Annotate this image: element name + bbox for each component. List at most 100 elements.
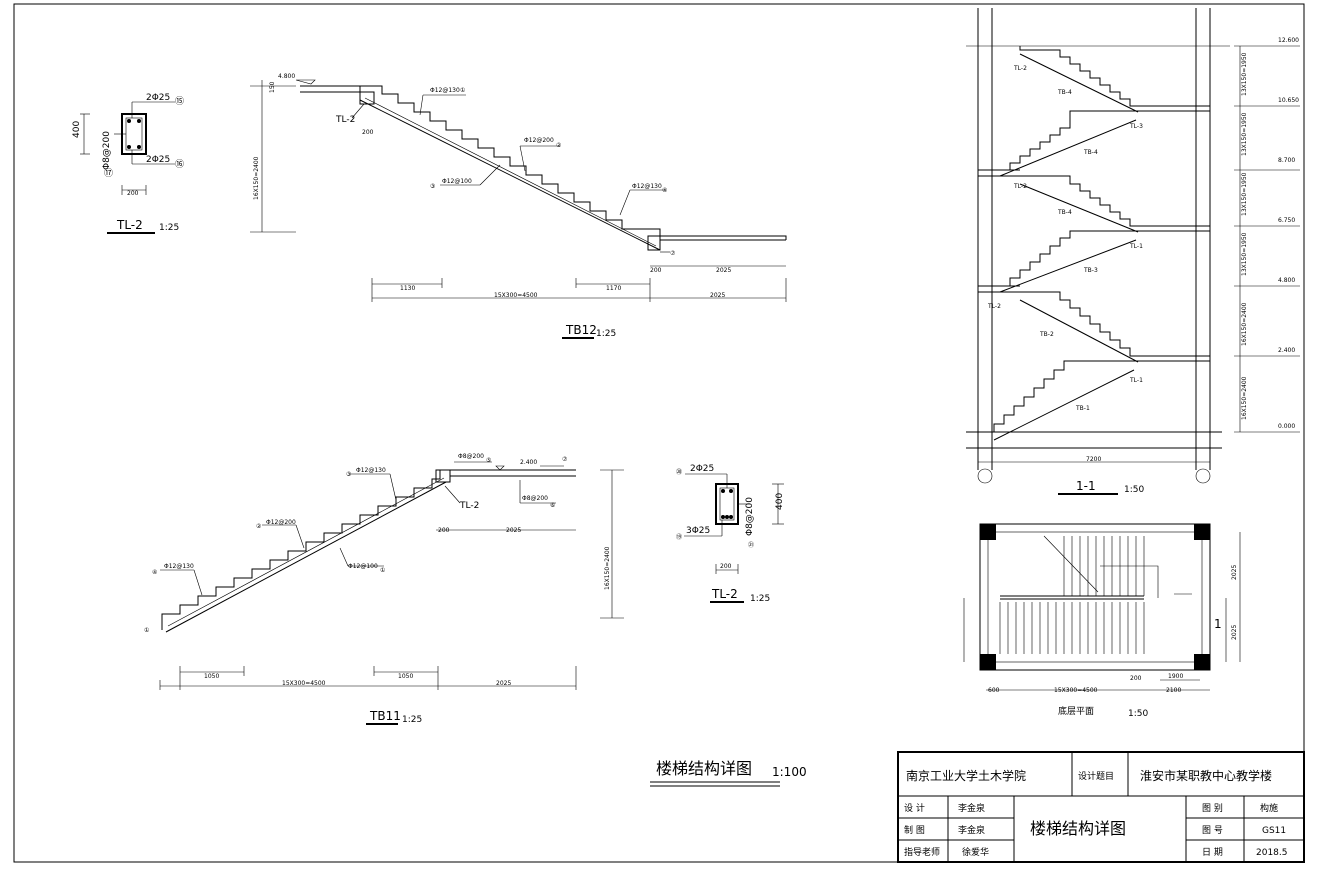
- main-title-scale: 1:100: [772, 765, 807, 779]
- sec-label-11: TL-1: [1129, 377, 1143, 384]
- tb-meta-label-2: 图 号: [1202, 825, 1223, 836]
- flight-6-steps: [1019, 46, 1140, 107]
- axis-bubble: [977, 468, 993, 484]
- tb12-tag2: ②: [556, 142, 562, 149]
- sec-fdim-1: 13X150=1950: [1241, 52, 1248, 96]
- sec-fdim-3: 13X150=1950: [1241, 172, 1248, 216]
- tb12-elev: 4.800: [278, 73, 295, 80]
- main-title-text: 楼梯结构详图: [656, 759, 752, 778]
- tl2-mid-bottombar: 3Φ25: [686, 526, 710, 536]
- sec-label-5: TL-2: [1013, 183, 1027, 190]
- tl2-top-width: 200: [127, 190, 139, 197]
- rebar-dot: [721, 515, 725, 519]
- tl2-mid-stirrup: Φ8@200: [745, 497, 755, 536]
- tb-role-2: 制 图: [904, 824, 925, 836]
- sec-elev-3: 8.700: [1278, 157, 1295, 164]
- tb11-hdim: 16X150=2400: [604, 546, 611, 590]
- sec-width: 7200: [1086, 456, 1101, 463]
- tb11-w: 200: [438, 527, 450, 534]
- sec-fdim-6: 16X150=2400: [1241, 376, 1248, 420]
- tb-meta-value-3: 2018.5: [1256, 848, 1288, 858]
- rebar-dot: [729, 489, 733, 493]
- tb12-wtop: 200: [362, 129, 374, 136]
- tl2-mid-height: 400: [775, 493, 785, 510]
- rebar-dot: [725, 515, 729, 519]
- column: [980, 524, 996, 540]
- tl2-top-scale: 1:25: [159, 223, 179, 233]
- sec-label-12: TB-1: [1075, 405, 1090, 412]
- tl2-mid-tag-stirrup: ㉑: [748, 541, 754, 549]
- tb11-elev: 2.400: [520, 459, 537, 466]
- tb12-bar4: Φ12@130: [632, 183, 662, 190]
- rebar-dot: [137, 145, 141, 149]
- tb12-tag4: ④: [662, 187, 667, 194]
- tl2-top-tag-top: ⑮: [175, 96, 184, 107]
- tb11-soffit: [165, 481, 447, 633]
- rebar-dot: [127, 145, 131, 149]
- sec-label-6: TB-4: [1057, 209, 1072, 216]
- tl2-top-bottombar: 2Φ25: [146, 155, 170, 165]
- sec-elev-4: 6.750: [1278, 217, 1295, 224]
- sec-label-10: TB-2: [1039, 331, 1054, 338]
- tb12-wbot: 200: [650, 267, 662, 274]
- tl2-top-topbar: 2Φ25: [146, 93, 170, 103]
- plan-dim-1: 600: [988, 687, 1000, 694]
- plan-side-1: 2025: [1231, 565, 1238, 580]
- tb11-steps: [161, 469, 576, 630]
- axis-bubble: [1195, 468, 1211, 484]
- tb11-tl: TL-2: [459, 501, 479, 511]
- tb12-dim-a: 1130: [400, 285, 415, 292]
- tb12-detail: 16X150=2400 150 4.800 TL-2 200 200 2025 …: [250, 73, 787, 339]
- tb12-hdim: 16X150=2400: [253, 156, 260, 200]
- tb12-tag3: ③: [430, 183, 435, 190]
- flight-3-steps: [1000, 230, 1140, 287]
- tb11-bar1: Φ12@130: [356, 467, 386, 474]
- flight-2-steps: [1020, 291, 1140, 357]
- tl2-top-section: 400 2Φ25 ⑮ 2Φ25 ⑯ Φ8@200 ⑰ 200 TL-2 1:25: [72, 93, 184, 234]
- tb12-steps: [360, 85, 787, 240]
- main-title: 楼梯结构详图 1:100: [650, 759, 807, 787]
- tb11-title: TB11: [369, 709, 401, 723]
- tb12-dim-total: 15X300=4500: [494, 292, 538, 299]
- tb-meta-label-3: 日 期: [1202, 847, 1223, 858]
- tb-meta-label-1: 图 别: [1202, 803, 1223, 814]
- plan-up: 1900: [1168, 673, 1183, 680]
- tb11-tag5: ⑤: [486, 457, 491, 464]
- sec-title: 1-1: [1076, 479, 1096, 493]
- tb12-title: TB12: [565, 323, 597, 337]
- tb-meta-value-1: 构施: [1260, 802, 1278, 814]
- sec-fdim-4: 13X150=1950: [1241, 232, 1248, 276]
- tl2-mid-scale: 1:25: [750, 594, 770, 604]
- column: [1194, 524, 1210, 540]
- tl2-mid-tag-bottom: ⑲: [676, 533, 682, 541]
- sec-elev-6: 2.400: [1278, 347, 1295, 354]
- tb11-dim-total: 15X300=4500: [282, 680, 326, 687]
- tb12-soffit: [359, 99, 661, 251]
- tb12-bar2: Φ12@200: [524, 137, 554, 144]
- tb12-tag7: ⑦: [670, 250, 676, 257]
- tb11-scale: 1:25: [402, 715, 422, 725]
- plan-title: 底层平面: [1058, 705, 1094, 717]
- sec-fdim-5: 16X150=2400: [1241, 302, 1248, 346]
- tb11-bar6: Φ8@200: [522, 495, 548, 502]
- rebar-dot: [721, 489, 725, 493]
- tb12-tag1: ①: [460, 87, 465, 94]
- tb12-dim-land: 2025: [710, 292, 725, 299]
- tl2-top-tag-bottom: ⑯: [175, 159, 184, 170]
- tb-name-2: 李金泉: [958, 824, 985, 836]
- tb12-bar3: Φ12@100: [442, 178, 472, 185]
- tb11-dim-land: 2025: [496, 680, 511, 687]
- tb-school: 南京工业大学土木学院: [906, 768, 1026, 783]
- flight-5-steps: [1000, 110, 1140, 171]
- plan-section-mark: 1: [1214, 617, 1222, 631]
- sec-elev-2: 10.650: [1278, 97, 1299, 104]
- tb11-bar3: Φ12@100: [348, 563, 378, 570]
- tb11-dim-a: 1050: [204, 673, 219, 680]
- flight-4-steps: [1020, 175, 1140, 227]
- sec-label-8: TB-3: [1083, 267, 1098, 274]
- tl2-top-height: 400: [72, 121, 82, 138]
- tl2-mid-title: TL-2: [711, 587, 738, 601]
- tb-name-3: 徐爱华: [962, 846, 989, 858]
- tl2-mid-width: 200: [720, 563, 732, 570]
- tl2-top-tag-stirrup: ⑰: [104, 168, 113, 179]
